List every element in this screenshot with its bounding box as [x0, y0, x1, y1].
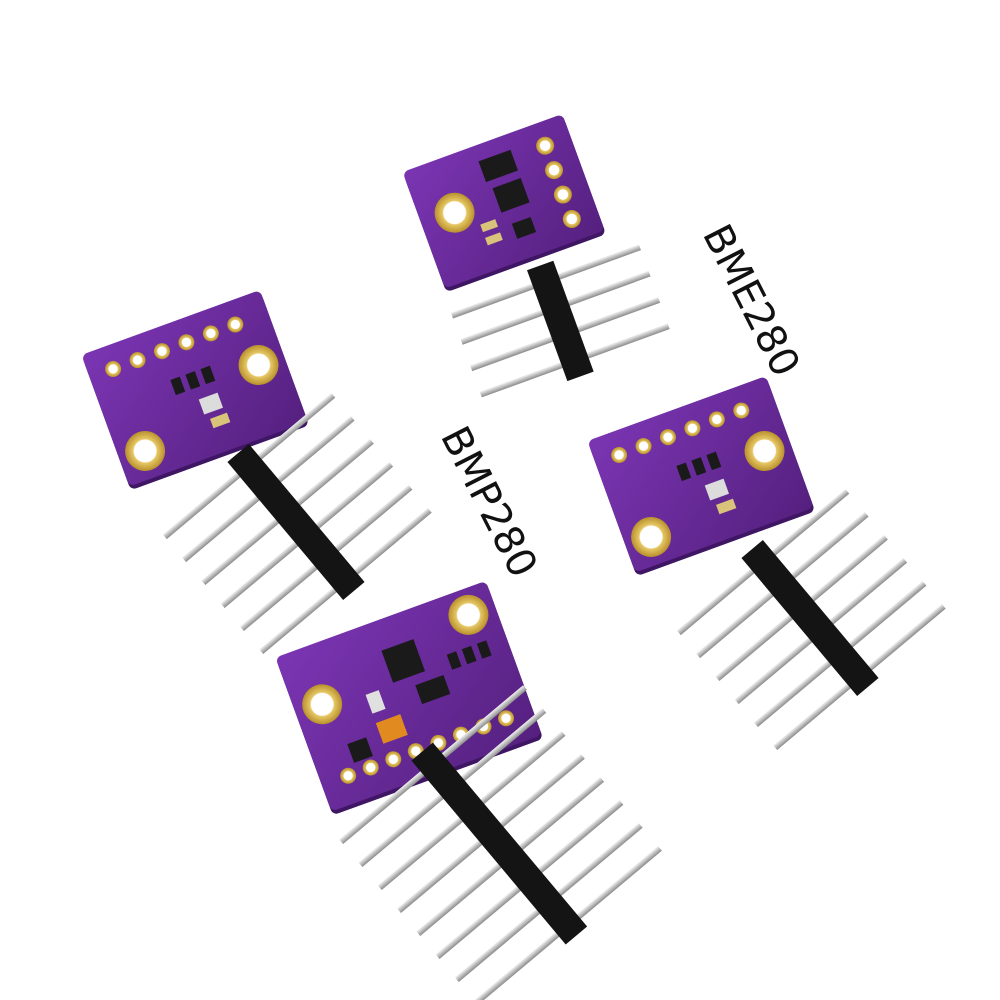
pin-header-4	[450, 244, 670, 398]
pin-header-6-right	[676, 489, 946, 750]
bmp280-board-bottom	[277, 582, 542, 814]
bme280-board-top	[404, 115, 605, 291]
mounting-hole	[434, 192, 475, 233]
pin-header-6-left	[162, 393, 432, 654]
pin-header-8	[339, 685, 662, 1000]
bmp280-board-left	[83, 291, 308, 489]
bme280-board-right	[589, 377, 814, 575]
